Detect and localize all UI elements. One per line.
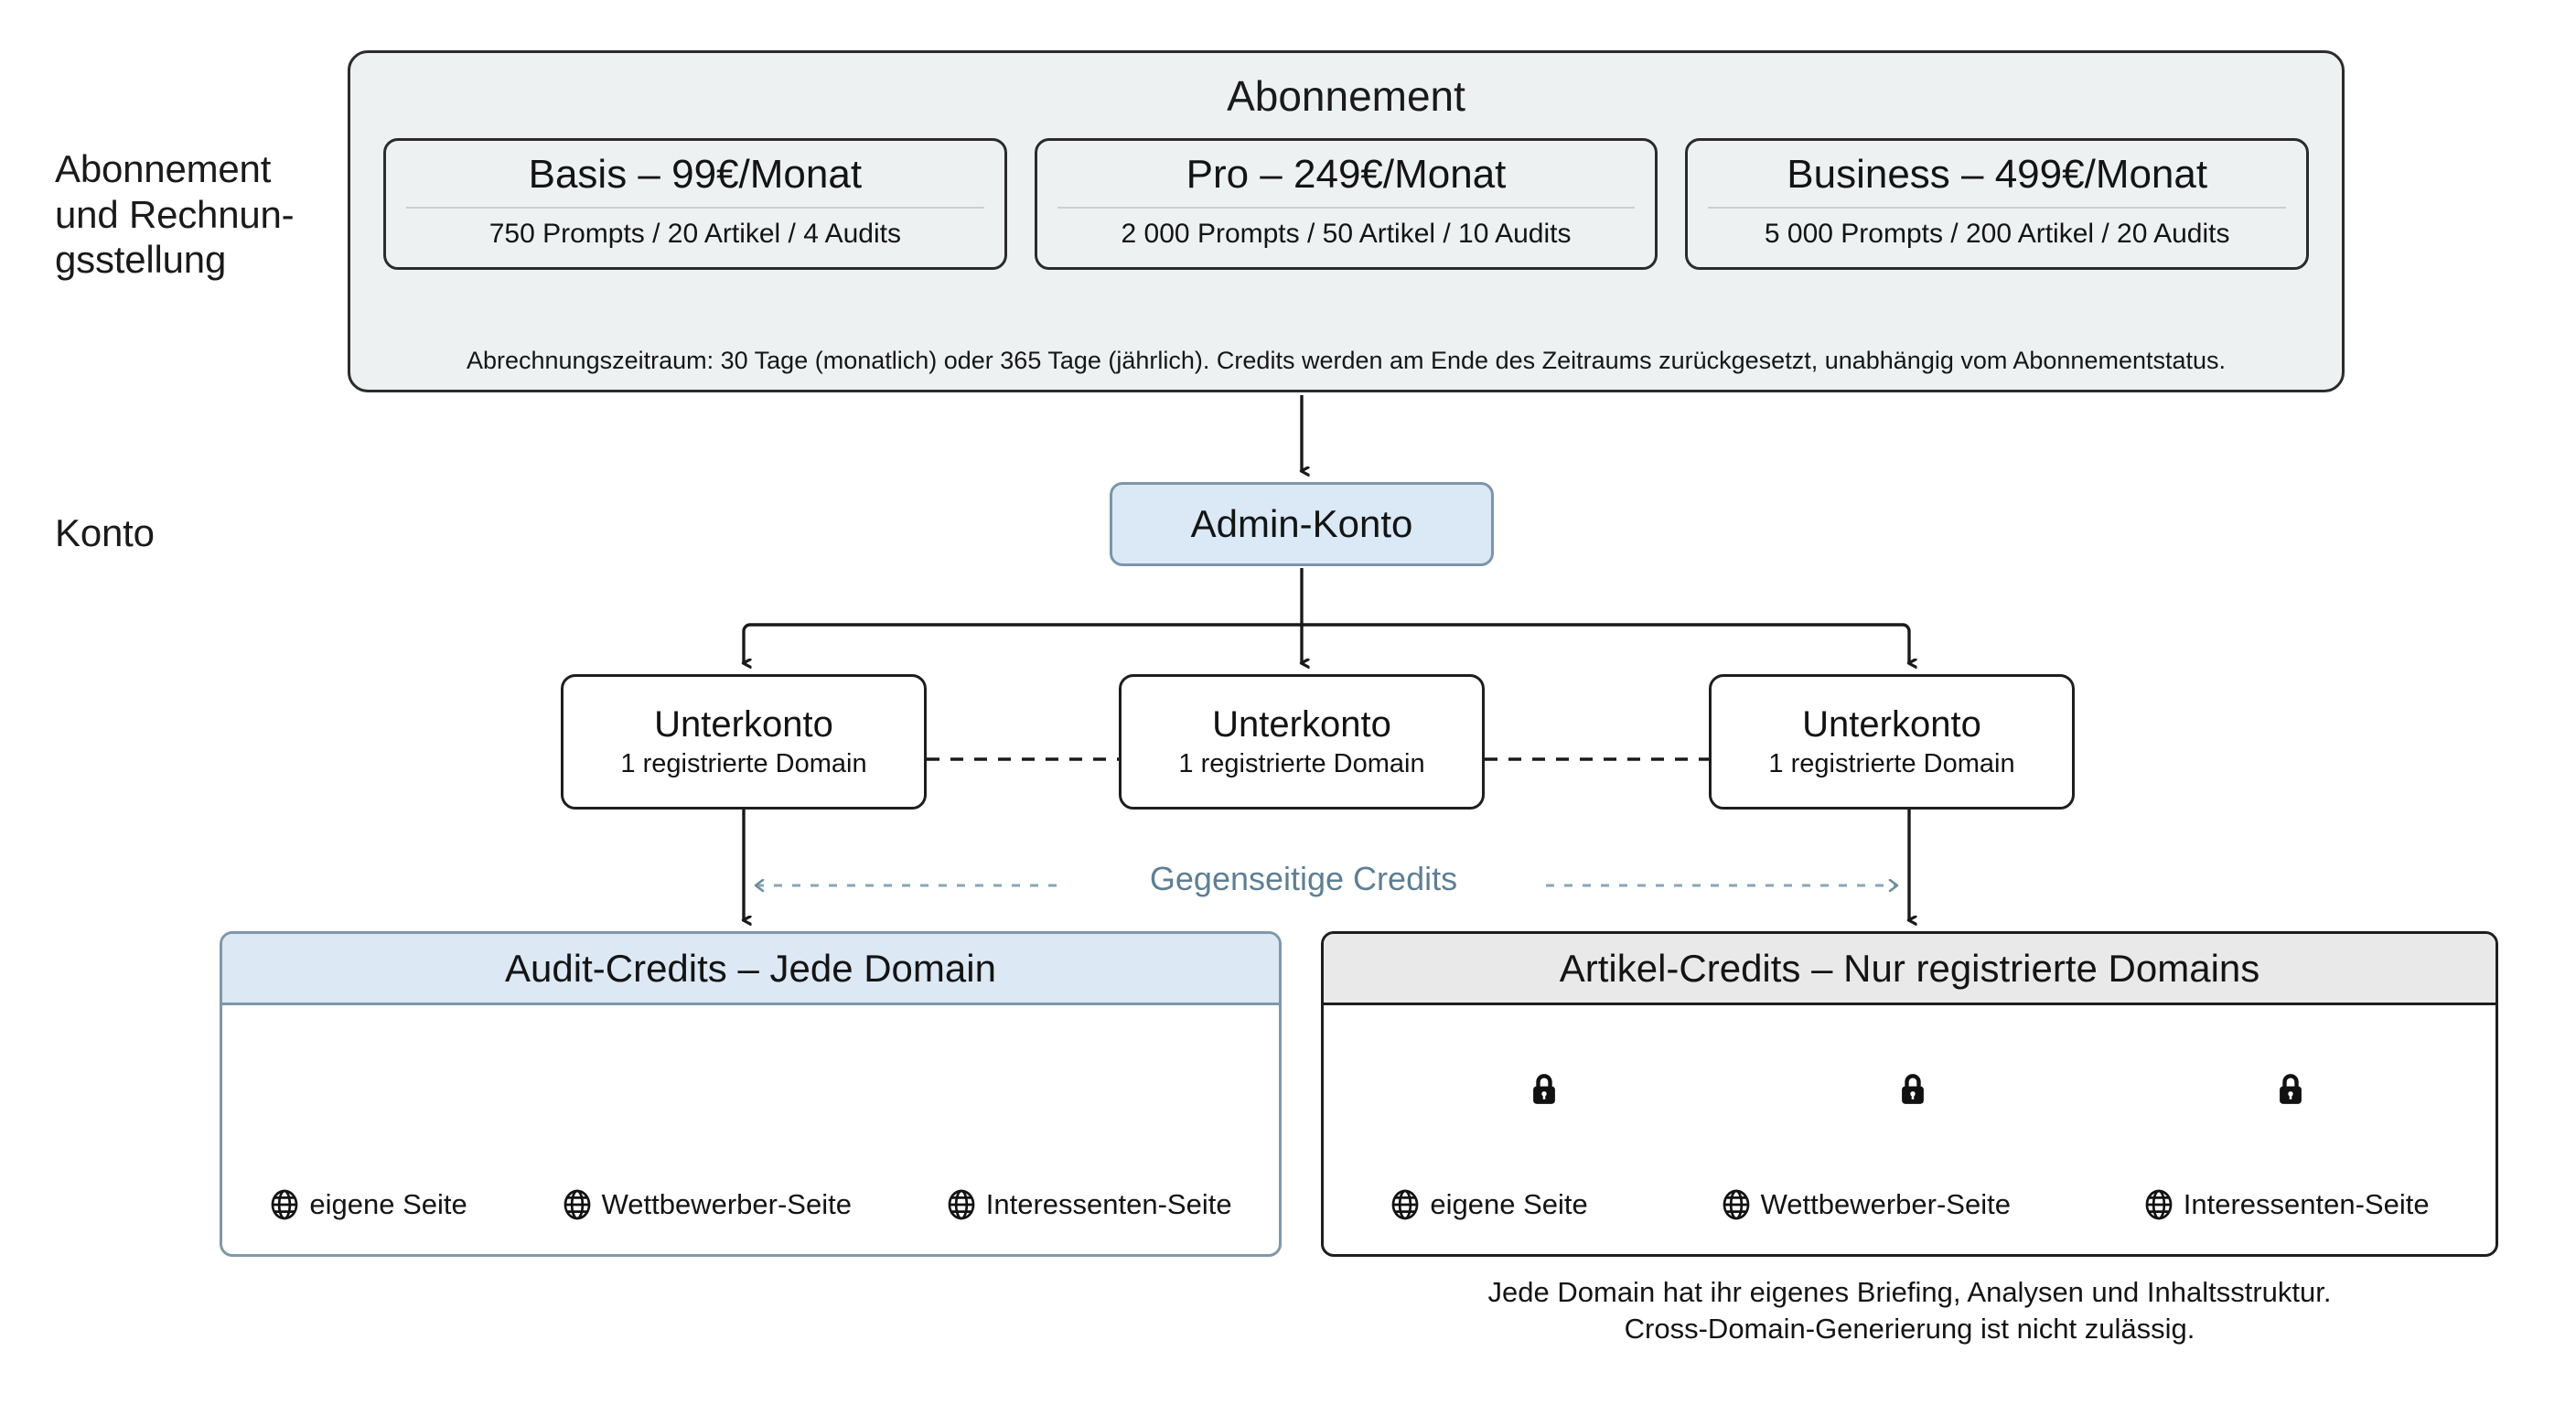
subaccount-title-2: Unterkonto — [1212, 704, 1391, 745]
article-credits-header: Artikel-Credits – Nur registrierte Domai… — [1324, 934, 2496, 1005]
footer-note-line1: Jede Domain hat ihr eigenes Briefing, An… — [1487, 1276, 2332, 1308]
article-leaf-prospect-site[interactable]: Interessenten-Seite — [2143, 1188, 2430, 1221]
article-leaf-label-3: Interessenten-Seite — [2183, 1188, 2430, 1220]
globe-icon — [1723, 1189, 1749, 1220]
subaccount-domain-1: 1 registrierte Domain — [620, 749, 867, 778]
audit-leaf-own-site[interactable]: eigene Seite — [269, 1188, 467, 1221]
article-leaf-competitor-site[interactable]: Wettbewerber-Seite — [1721, 1188, 2011, 1221]
plan-name-basis: Basis – 99€/Monat — [528, 152, 863, 197]
lane-label-account: Konto — [55, 511, 155, 554]
plan-divider — [1708, 206, 2287, 209]
subscription-title: Abonnement — [1227, 72, 1465, 120]
plan-divider — [406, 206, 984, 209]
subscription-card: Abonnement Basis – 99€/Monat 750 Prompts… — [348, 50, 2345, 392]
globe-icon — [564, 1189, 590, 1220]
lock-icon — [2280, 1074, 2302, 1104]
article-leaf-label-1: eigene Seite — [1430, 1188, 1588, 1220]
audit-leaf-label-3: Interessenten-Seite — [985, 1188, 1232, 1220]
plan-divider — [1057, 206, 1636, 209]
subaccount-title-1: Unterkonto — [654, 704, 833, 745]
plan-card-basis[interactable]: Basis – 99€/Monat 750 Prompts / 20 Artik… — [383, 138, 1007, 270]
article-credits-panel: Artikel-Credits – Nur registrierte Domai… — [1321, 931, 2498, 1257]
audit-credits-panel: Audit-Credits – Jede Domain eigene Seite — [220, 931, 1282, 1257]
admin-account-node[interactable]: Admin-Konto — [1110, 482, 1494, 566]
subaccount-node-1[interactable]: Unterkonto 1 registrierte Domain — [561, 674, 927, 810]
subaccount-node-2[interactable]: Unterkonto 1 registrierte Domain — [1119, 674, 1485, 810]
article-leaf-label-2: Wettbewerber-Seite — [1760, 1188, 2011, 1220]
audit-leaf-label-2: Wettbewerber-Seite — [601, 1188, 852, 1220]
audit-leaf-competitor-site[interactable]: Wettbewerber-Seite — [562, 1188, 852, 1221]
audit-credits-header: Audit-Credits – Jede Domain — [222, 934, 1279, 1005]
globe-icon — [272, 1189, 298, 1220]
subaccount-domain-2: 1 registrierte Domain — [1178, 749, 1425, 778]
plan-row: Basis – 99€/Monat 750 Prompts / 20 Artik… — [383, 138, 2310, 270]
globe-icon — [2145, 1189, 2173, 1220]
lane-label-billing-line3: gsstellung — [55, 238, 227, 282]
article-leaf-own-site[interactable]: eigene Seite — [1390, 1188, 1588, 1221]
billing-period-note: Abrechnungszeitraum: 30 Tage (monatlich)… — [466, 347, 2227, 374]
admin-account-label: Admin-Konto — [1190, 502, 1413, 545]
audit-leaf-row: eigene Seite Wettbewerber-Seite — [222, 1188, 1279, 1221]
plan-card-pro[interactable]: Pro – 249€/Monat 2 000 Prompts / 50 Arti… — [1034, 138, 1658, 270]
audit-leaf-prospect-site[interactable]: Interessenten-Seite — [946, 1188, 1232, 1221]
article-leaf-row: eigene Seite Wettbewerber-Seite — [1324, 1188, 2496, 1221]
plan-quota-business: 5 000 Prompts / 200 Artikel / 20 Audits — [1764, 218, 2230, 249]
plan-name-pro: Pro – 249€/Monat — [1186, 152, 1507, 197]
plan-quota-basis: 750 Prompts / 20 Artikel / 4 Audits — [488, 218, 901, 249]
plan-quota-pro: 2 000 Prompts / 50 Artikel / 10 Audits — [1121, 218, 1572, 249]
globe-icon — [948, 1189, 975, 1220]
mutual-credits-label: Gegenseitige Credits — [1066, 860, 1541, 898]
subaccount-node-3[interactable]: Unterkonto 1 registrierte Domain — [1709, 674, 2075, 810]
globe-icon — [1392, 1189, 1419, 1220]
lock-icon — [1902, 1074, 1924, 1104]
lock-icon — [1533, 1074, 1555, 1104]
subaccount-domain-3: 1 registrierte Domain — [1768, 749, 2015, 778]
plan-card-business[interactable]: Business – 499€/Monat 5 000 Prompts / 20… — [1685, 138, 2310, 270]
audit-leaf-label-1: eigene Seite — [309, 1188, 467, 1220]
subaccount-title-3: Unterkonto — [1802, 704, 1981, 745]
footer-note-line2: Cross-Domain-Generierung ist nicht zuläs… — [1624, 1312, 2195, 1345]
lane-label-billing-line1: Abonnement — [55, 147, 272, 190]
lane-label-billing: Abonnement und Rechnun- gsstellung — [55, 146, 338, 283]
lane-label-billing-line2: und Rechnun- — [55, 192, 295, 236]
footer-note: Jede Domain hat ihr eigenes Briefing, An… — [1321, 1274, 2498, 1346]
plan-name-business: Business – 499€/Monat — [1787, 152, 2208, 197]
